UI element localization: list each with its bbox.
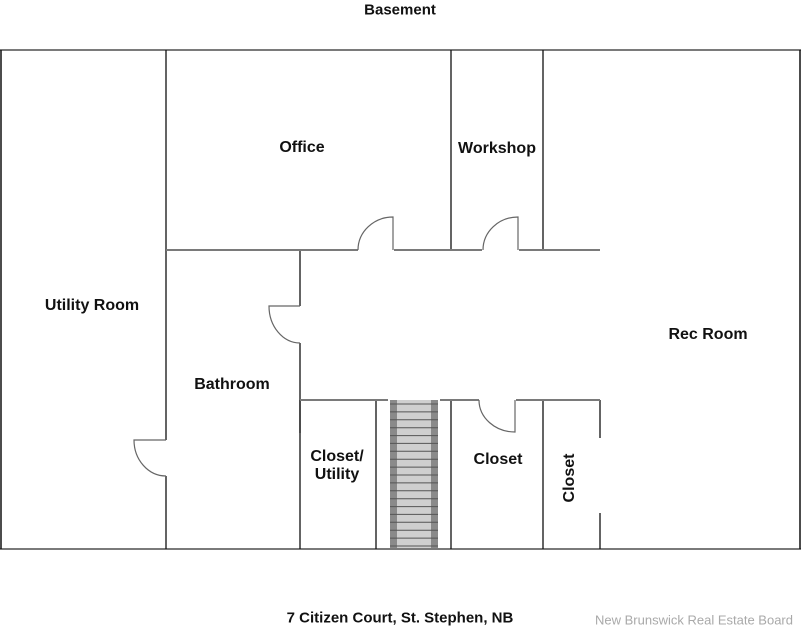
room-label-utility-room: Utility Room xyxy=(44,297,140,314)
closet-utility-line1: Closet/ xyxy=(310,448,364,465)
bathroom-door-icon xyxy=(268,305,301,344)
exterior-side-walls xyxy=(0,50,801,549)
workshop-door-icon xyxy=(482,216,519,251)
interior-horizontal-walls xyxy=(166,249,600,401)
room-label-bathroom: Bathroom xyxy=(194,376,270,393)
interior-walls xyxy=(165,50,601,549)
floor-title: Basement xyxy=(364,1,436,19)
watermark: New Brunswick Real Estate Board xyxy=(595,612,793,628)
room-label-closet-utility: Closet/ Utility xyxy=(310,448,363,484)
exterior-walls xyxy=(0,49,801,550)
door-swings xyxy=(133,216,519,477)
utility-door-icon xyxy=(133,439,167,477)
closet-utility-line2: Utility xyxy=(314,466,360,483)
stairs-icon xyxy=(390,400,438,548)
closet-door-icon xyxy=(478,399,516,433)
office-door-icon xyxy=(357,216,394,251)
room-label-closet-center: Closet xyxy=(473,451,523,468)
room-label-closet-right: Closet xyxy=(561,453,578,503)
room-label-workshop: Workshop xyxy=(458,140,536,157)
room-label-office: Office xyxy=(279,139,325,156)
property-address: 7 Citizen Court, St. Stephen, NB xyxy=(286,609,514,627)
room-label-rec-room: Rec Room xyxy=(668,326,748,343)
